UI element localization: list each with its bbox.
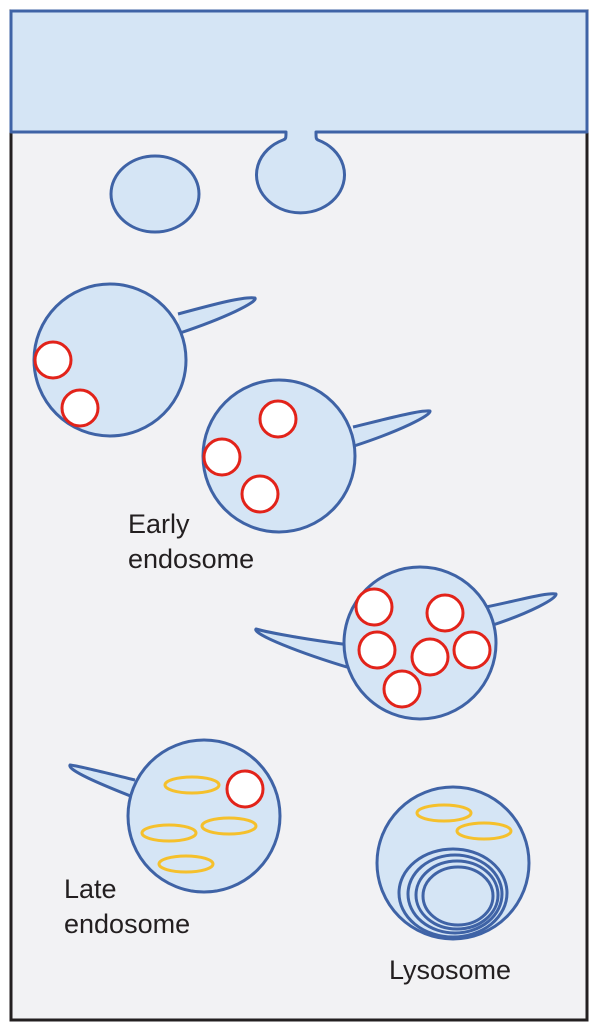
tubule [177, 296, 257, 335]
intraluminal-vesicle [452, 630, 492, 670]
early-endosome-label-line1: Early [128, 509, 190, 539]
tubule-left [254, 627, 351, 670]
intraluminal-vesicle [202, 437, 242, 477]
lysosome [375, 785, 531, 941]
endocytic-vesicle [109, 154, 201, 234]
early-endosome-label-line2: endosome [128, 544, 254, 574]
early-endosome-1 [32, 282, 257, 438]
early-endosome-2 [201, 378, 432, 534]
intraluminal-vesicle [258, 399, 298, 439]
tubule [352, 409, 432, 448]
intraluminal-vesicle [240, 474, 280, 514]
intraluminal-vesicle [33, 340, 73, 380]
late-endosome-label-line1: Late [64, 874, 117, 904]
lipid-membrane [200, 816, 258, 836]
tubule [68, 763, 136, 799]
intraluminal-vesicle [225, 769, 265, 809]
intraluminal-vesicle [410, 637, 450, 677]
lipid-membrane [157, 854, 215, 874]
concentric-membrane-whorl [397, 847, 509, 939]
lipid-membrane [415, 803, 473, 823]
late-endosome-label-line2: endosome [64, 909, 190, 939]
intraluminal-vesicle [357, 630, 397, 670]
lipid-membrane [455, 821, 513, 841]
plasma-membrane-with-bud [9, 9, 589, 215]
lysosome-label: Lysosome [389, 955, 511, 985]
lipid-membrane [163, 775, 221, 795]
tubule-right [485, 592, 558, 628]
intraluminal-vesicle [382, 669, 422, 709]
intraluminal-vesicle [60, 388, 100, 428]
intraluminal-vesicle [425, 593, 465, 633]
lipid-membrane [140, 823, 198, 843]
lysosome-body [375, 785, 531, 941]
late-endosome [68, 738, 282, 894]
intraluminal-vesicle [354, 587, 394, 627]
maturing-endosome [254, 565, 558, 721]
